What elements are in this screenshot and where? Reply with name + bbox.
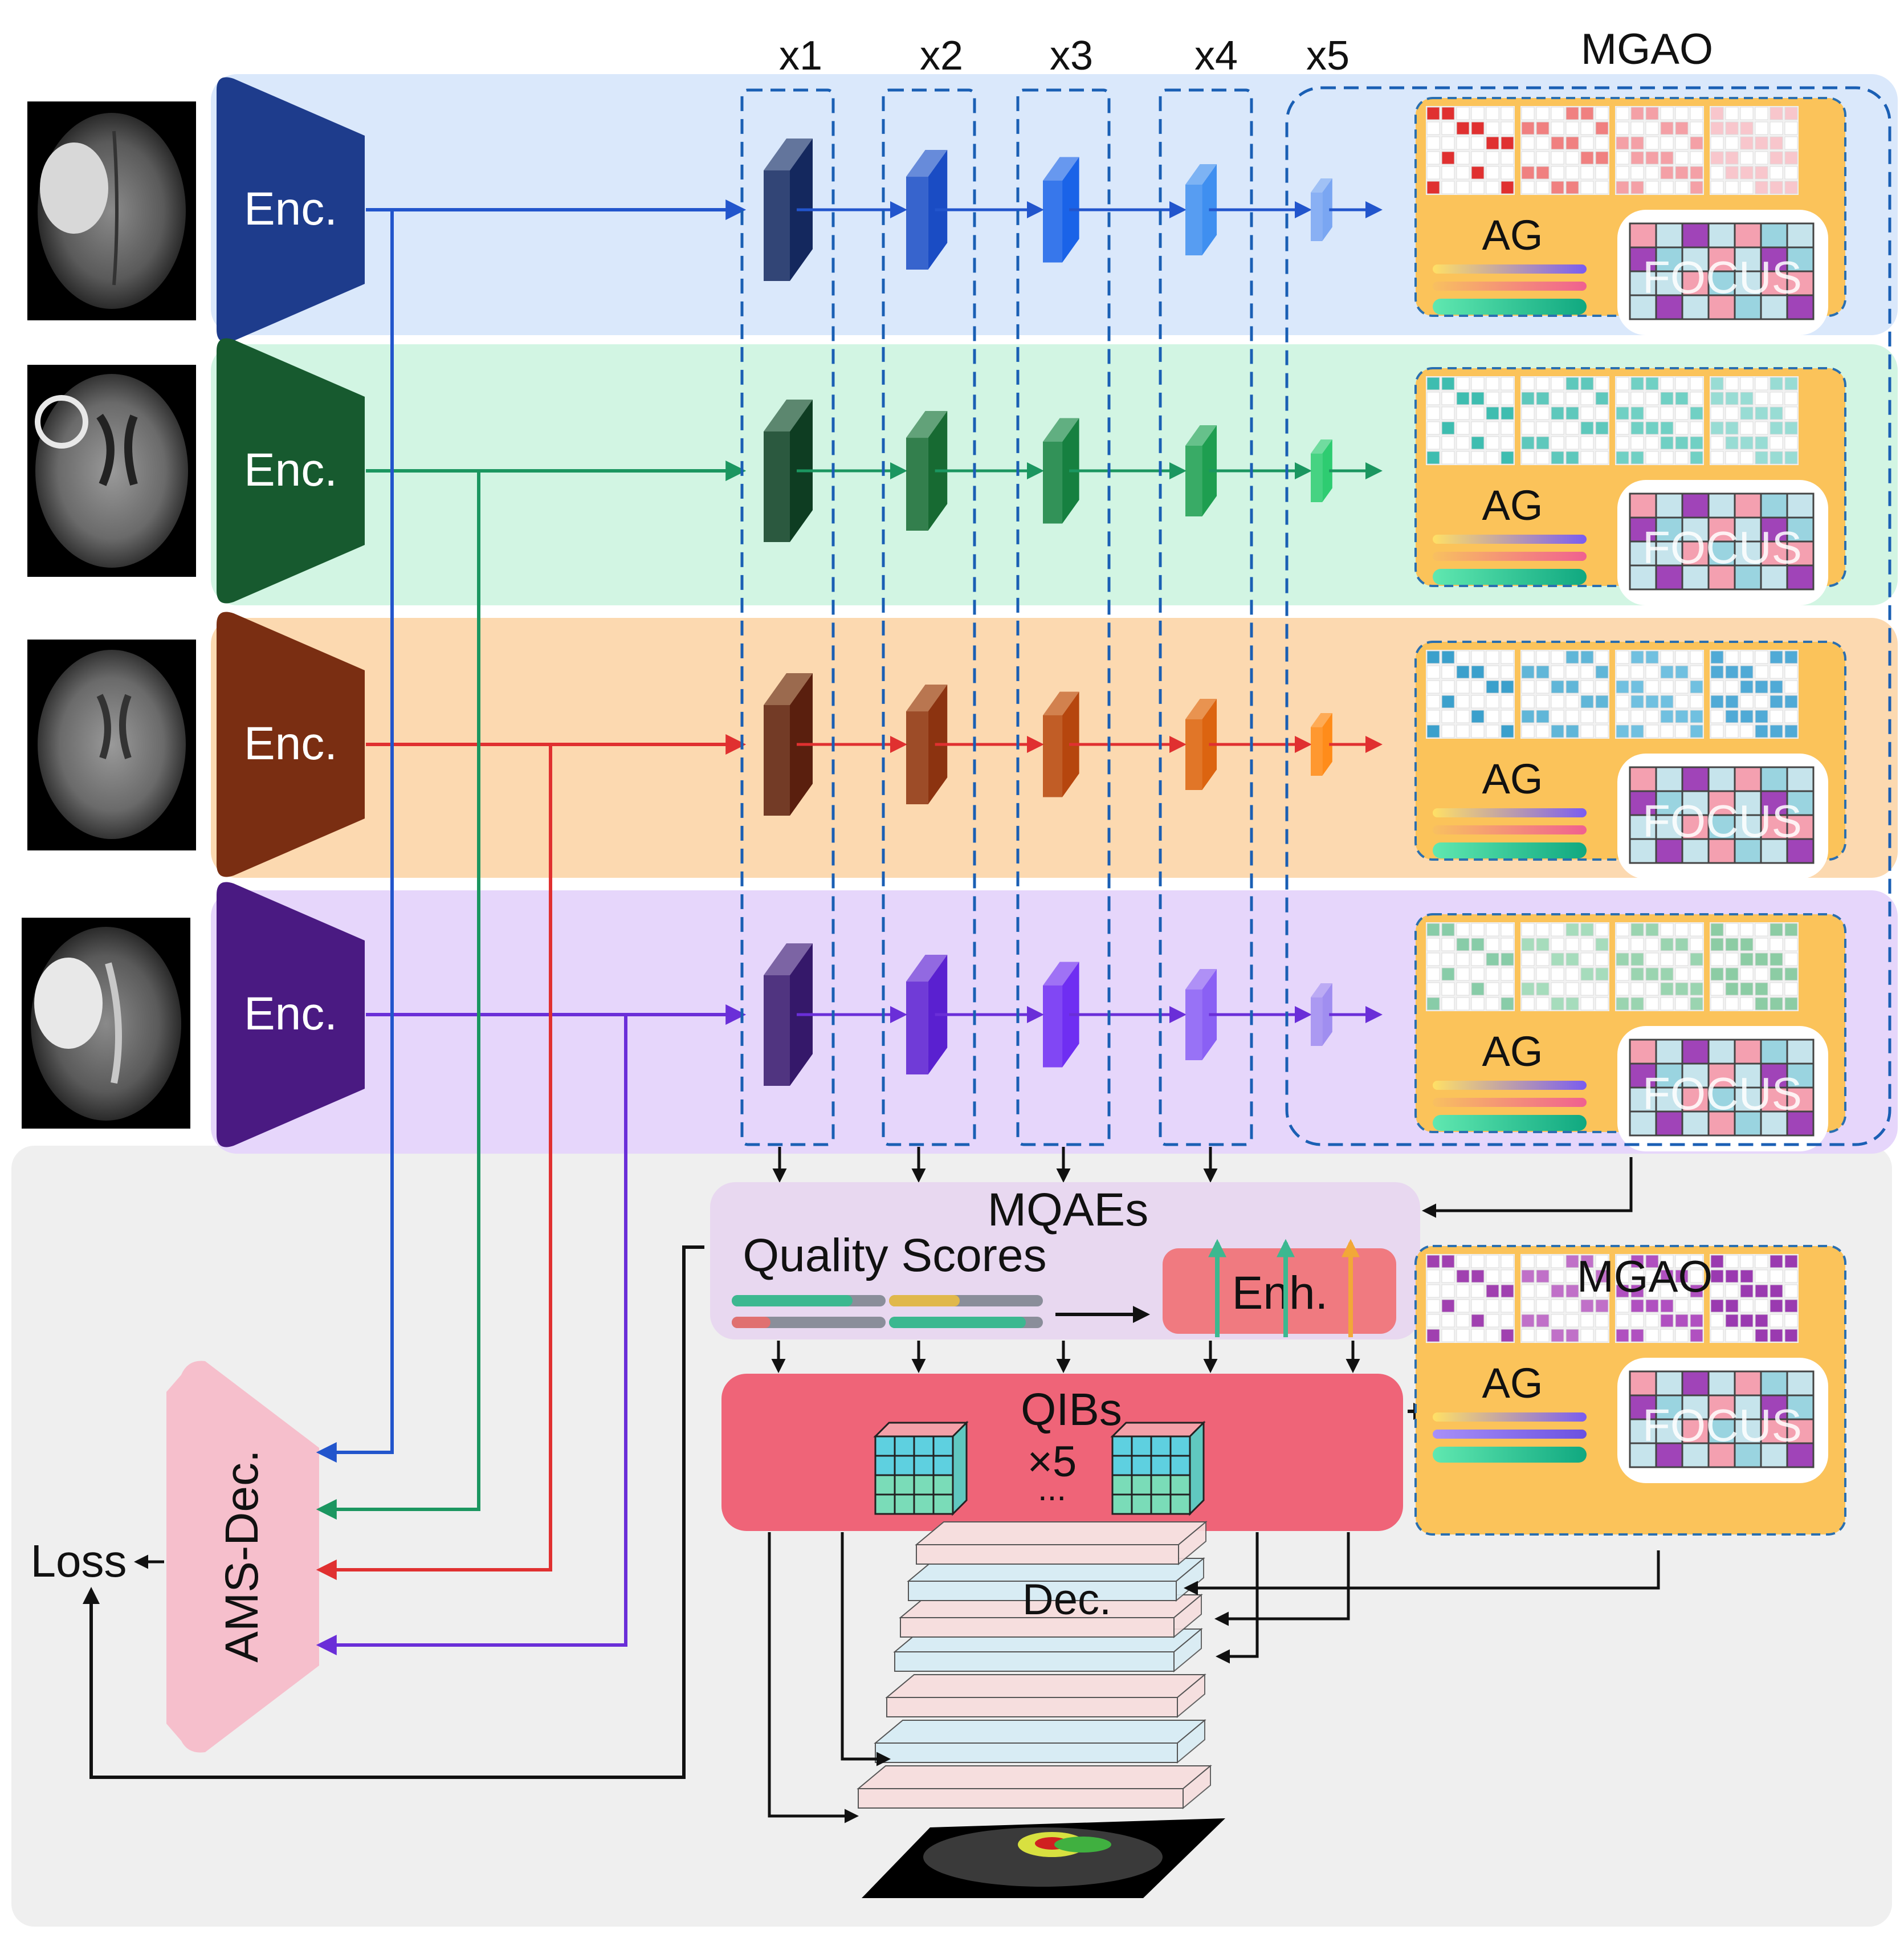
encoder-label-t1: Enc. — [244, 718, 337, 769]
t1-focus-label: FOCUS — [1642, 796, 1802, 846]
qibs-multiplier: ×5 — [1028, 1438, 1077, 1486]
qib-cube-left — [873, 1420, 969, 1516]
column-label-x4: x4 — [1194, 33, 1238, 79]
ams-dec-block: AMS-Dec. — [166, 1361, 319, 1753]
column-label-x3: x3 — [1050, 33, 1093, 79]
enh-up-arrows — [1208, 1239, 1360, 1337]
bottom-ag-label: AG — [1482, 1359, 1543, 1407]
row-flair: Enc. AG FOCUS — [217, 77, 1846, 343]
t1-ag-label: AG — [1482, 755, 1543, 803]
flair-mgao-module: AG FOCUS — [1414, 97, 1846, 335]
mri-flair-image — [27, 101, 196, 320]
qibs-to-decoder-lines — [768, 1532, 1660, 1823]
t1ce-ag-label: AG — [1482, 482, 1543, 529]
row-t1ce: Enc. AG FOCUS — [217, 338, 1846, 605]
column-to-mqaes-arrows — [772, 1147, 1633, 1218]
bottom-focus-label: FOCUS — [1642, 1400, 1802, 1451]
qibs-ellipsis: ... — [1038, 1469, 1066, 1508]
t2-focus-label: FOCUS — [1642, 1068, 1802, 1119]
quality-scores-label: Quality Scores — [743, 1229, 1046, 1281]
segmentation-output — [862, 1818, 1225, 1898]
encoder-t1ce — [217, 338, 365, 604]
enh-label: Enh. — [1232, 1267, 1328, 1319]
qib-cube-right — [1110, 1420, 1206, 1516]
feature-block-t1ce-x5 — [1322, 439, 1332, 502]
flair-ag-label: AG — [1482, 211, 1543, 259]
skip-connections — [316, 210, 627, 1655]
mqaes-label: MQAEs — [988, 1184, 1148, 1236]
t2-ag-label: AG — [1482, 1028, 1543, 1075]
row-t2: Enc. AG FOCUS — [217, 882, 1846, 1151]
encoder-label-t2: Enc. — [244, 988, 337, 1040]
mqaes-to-qibs-arrows — [771, 1341, 1360, 1373]
column-label-x1: x1 — [779, 33, 822, 79]
row-t1: Enc. AG FOCUS — [217, 612, 1846, 879]
mri-t2-image — [22, 918, 190, 1129]
qibs-label: QIBs — [1021, 1384, 1122, 1435]
mri-t1-image — [27, 640, 196, 850]
mgao-bottom-title: MGAO — [1577, 1251, 1713, 1301]
ams-dec-label: AMS-Dec. — [216, 1450, 268, 1663]
loss-label: Loss — [31, 1536, 127, 1586]
flair-focus-label: FOCUS — [1642, 252, 1802, 303]
quality-score-bars — [732, 1295, 1043, 1328]
feature-block-t1-x5 — [1322, 713, 1332, 776]
encoder-t2 — [217, 882, 365, 1147]
t1ce-focus-label: FOCUS — [1642, 522, 1802, 573]
mri-t1ce-image — [27, 365, 196, 577]
feature-block-flair-x5 — [1322, 178, 1332, 241]
encoder-label-t1ce: Enc. — [244, 444, 337, 496]
encoder-label-flair: Enc. — [244, 183, 337, 235]
encoder-t1 — [217, 612, 365, 877]
bottom-mgao-module: AG FOCUS — [1414, 1245, 1846, 1536]
t2-mgao-module: AG FOCUS — [1414, 913, 1846, 1151]
column-label-x5: x5 — [1306, 33, 1349, 79]
t1ce-mgao-module: AG FOCUS — [1414, 367, 1846, 605]
quality-scores-to-loss-line — [83, 1245, 704, 1779]
t1-mgao-module: AG FOCUS — [1414, 641, 1846, 879]
encoder-flair — [217, 77, 365, 343]
decoder-stack — [857, 1520, 1212, 1810]
column-label-x2: x2 — [920, 33, 963, 79]
mgao-bottom-module: AG FOCUS — [1414, 1245, 1846, 1536]
mgao-title-top: MGAO — [1581, 25, 1713, 74]
enh-block — [1163, 1248, 1396, 1334]
dec-label: Dec. — [1022, 1575, 1111, 1624]
feature-block-t2-x5 — [1322, 983, 1332, 1046]
column-outlines — [740, 86, 1891, 1146]
